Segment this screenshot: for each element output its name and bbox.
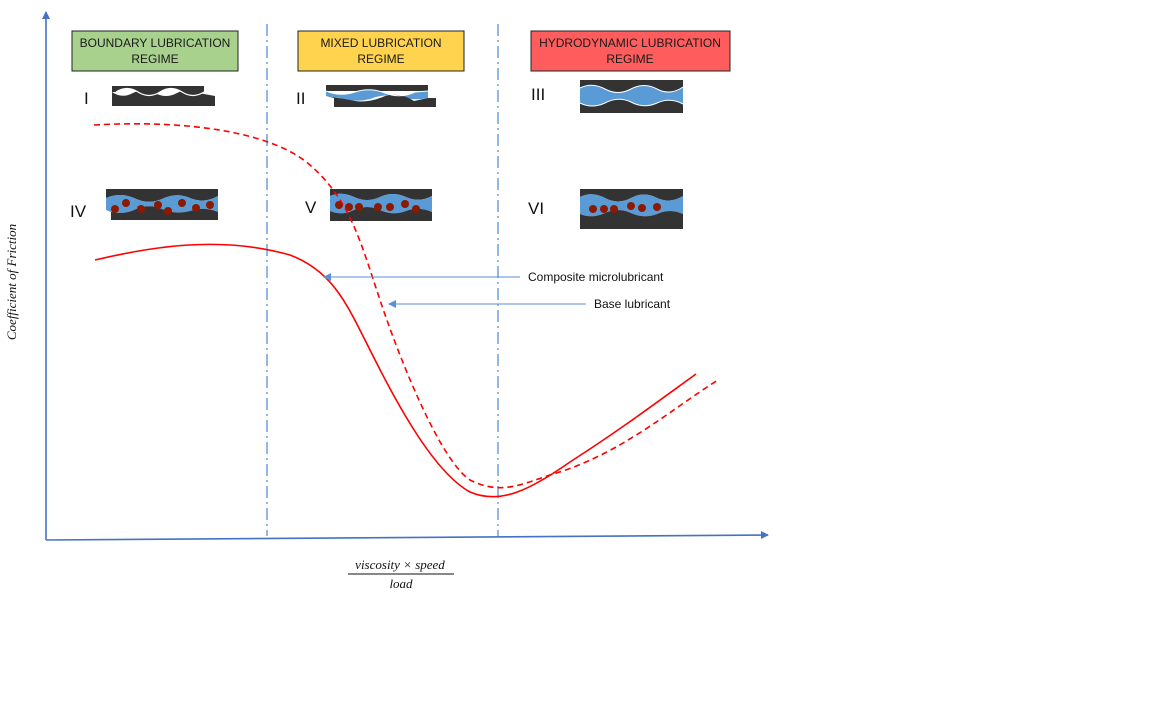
contact-illustration-5 — [330, 189, 432, 221]
composite-microlubricant-label: Composite microlubricant — [528, 270, 664, 284]
contact-illustration-4 — [106, 189, 218, 220]
regime-label-mixed: MIXED LUBRICATION REGIME — [297, 30, 465, 72]
regime-boundary-line1: BOUNDARY LUBRICATION — [80, 36, 231, 50]
contact-numeral-5: V — [305, 198, 317, 217]
regime-mixed-line2: REGIME — [357, 52, 404, 66]
regime-mixed-line1: MIXED LUBRICATION — [320, 36, 441, 50]
regime-hydrodynamic-line1: HYDRODYNAMIC LUBRICATION — [539, 36, 721, 50]
contact-illustration-2 — [325, 85, 436, 107]
contact-numeral-6: VI — [528, 199, 544, 218]
contact-numeral-1: I — [84, 89, 89, 108]
regime-label-boundary: BOUNDARY LUBRICATION REGIME — [71, 30, 239, 72]
regime-label-hydrodynamic: HYDRODYNAMIC LUBRICATION REGIME — [530, 30, 731, 72]
contact-illustration-3 — [579, 80, 684, 113]
base-lubricant-label: Base lubricant — [594, 297, 671, 311]
x-axis-label-numerator: viscosity × speed — [355, 557, 445, 572]
y-axis-label: Coefficient of Friction — [4, 224, 19, 340]
regime-boundary-line2: REGIME — [131, 52, 178, 66]
contact-numeral-2: II — [296, 89, 305, 108]
contact-illustration-6 — [580, 189, 683, 229]
base-lubricant-curve — [93, 123, 719, 489]
x-axis-label-denominator: load — [389, 576, 413, 591]
regime-hydrodynamic-line2: REGIME — [606, 52, 653, 66]
contact-numeral-3: III — [531, 85, 545, 104]
x-axis — [45, 531, 769, 541]
contact-numeral-4: IV — [70, 202, 87, 221]
composite-microlubricant-curve — [94, 243, 697, 498]
contact-illustration-1 — [112, 86, 215, 106]
